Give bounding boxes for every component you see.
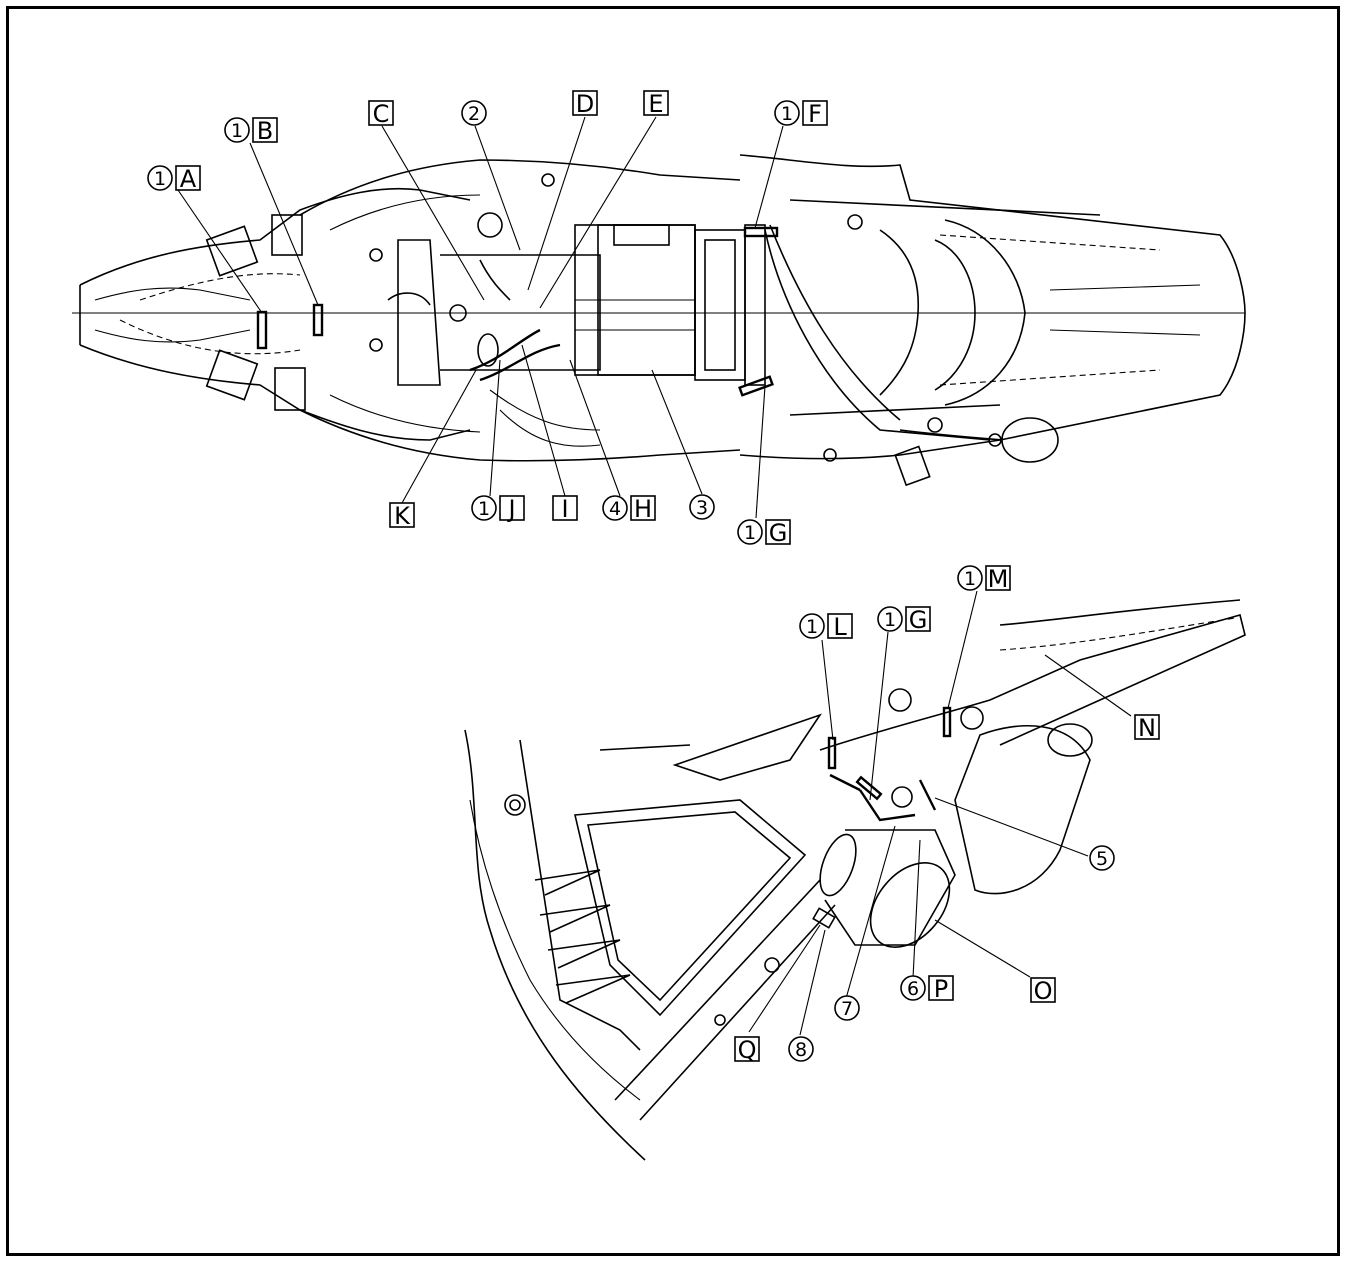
callout-c: C bbox=[368, 100, 394, 128]
callout-n: N bbox=[1134, 714, 1160, 742]
callout-f-num: 1 bbox=[781, 103, 793, 125]
callout-d-letter: D bbox=[576, 90, 594, 118]
side-view-airbox-drawing bbox=[464, 599, 1246, 1161]
callout-3-num: 3 bbox=[696, 497, 708, 519]
callout-j: 1 J bbox=[471, 495, 525, 523]
callout-i-letter: I bbox=[561, 495, 568, 523]
callout-j-letter: J bbox=[506, 495, 515, 523]
callout-g-top-letter: G bbox=[769, 519, 788, 547]
callout-7: 7 bbox=[834, 995, 860, 1021]
callout-n-letter: N bbox=[1138, 714, 1156, 742]
callout-g-side-letter: G bbox=[909, 606, 928, 634]
callout-5-num: 5 bbox=[1096, 848, 1108, 870]
callout-l-letter: L bbox=[833, 613, 847, 641]
callout-q-letter: Q bbox=[738, 1036, 757, 1064]
leader-lines bbox=[177, 116, 1132, 1036]
callout-g-side: 1 G bbox=[877, 606, 931, 634]
callout-p-num: 6 bbox=[907, 978, 919, 1000]
callout-m-num: 1 bbox=[964, 568, 976, 590]
callout-p-letter: P bbox=[934, 975, 948, 1003]
diagram-frame bbox=[6, 6, 1340, 1256]
callout-c-letter: C bbox=[373, 100, 390, 128]
callout-l: 1 L bbox=[799, 613, 853, 641]
callout-8: 8 bbox=[788, 1036, 814, 1062]
callout-2-num: 2 bbox=[468, 103, 480, 125]
callout-b-num: 1 bbox=[231, 120, 243, 142]
callout-j-num: 1 bbox=[478, 498, 490, 520]
callout-3: 3 bbox=[689, 494, 715, 520]
callout-d: D bbox=[572, 90, 598, 118]
callout-g-top: 1 G bbox=[737, 519, 791, 547]
callout-i: I bbox=[552, 495, 578, 523]
callout-h-num: 4 bbox=[609, 498, 621, 520]
callout-g-side-num: 1 bbox=[884, 609, 896, 631]
callout-h: 4 H bbox=[602, 495, 656, 523]
callout-m-letter: M bbox=[988, 565, 1009, 593]
callout-p: 6 P bbox=[900, 975, 954, 1003]
callout-o-letter: O bbox=[1034, 977, 1053, 1005]
callout-e: E bbox=[643, 90, 669, 118]
callout-b: 1 B bbox=[224, 117, 278, 145]
callout-k-letter: K bbox=[394, 502, 411, 530]
callout-f-letter: F bbox=[808, 100, 822, 128]
callout-a-num: 1 bbox=[154, 168, 166, 190]
callout-q: Q bbox=[734, 1036, 760, 1064]
callout-f: 1 F bbox=[774, 100, 828, 128]
callout-e-letter: E bbox=[648, 90, 663, 118]
callout-a-letter: A bbox=[180, 165, 197, 193]
callout-h-letter: H bbox=[634, 495, 652, 523]
callout-7-num: 7 bbox=[841, 998, 853, 1020]
callout-l-num: 1 bbox=[806, 616, 818, 638]
callout-5: 5 bbox=[1089, 845, 1115, 871]
callout-b-letter: B bbox=[257, 117, 273, 145]
callout-2: 2 bbox=[461, 100, 487, 126]
callout-m: 1 M bbox=[957, 565, 1011, 593]
callout-a: 1 A bbox=[147, 165, 201, 193]
callout-g-top-num: 1 bbox=[744, 522, 756, 544]
callout-k: K bbox=[389, 502, 415, 530]
callout-o: O bbox=[1030, 977, 1056, 1005]
callout-8-num: 8 bbox=[795, 1039, 807, 1061]
top-view-frame-drawing bbox=[72, 154, 1246, 487]
